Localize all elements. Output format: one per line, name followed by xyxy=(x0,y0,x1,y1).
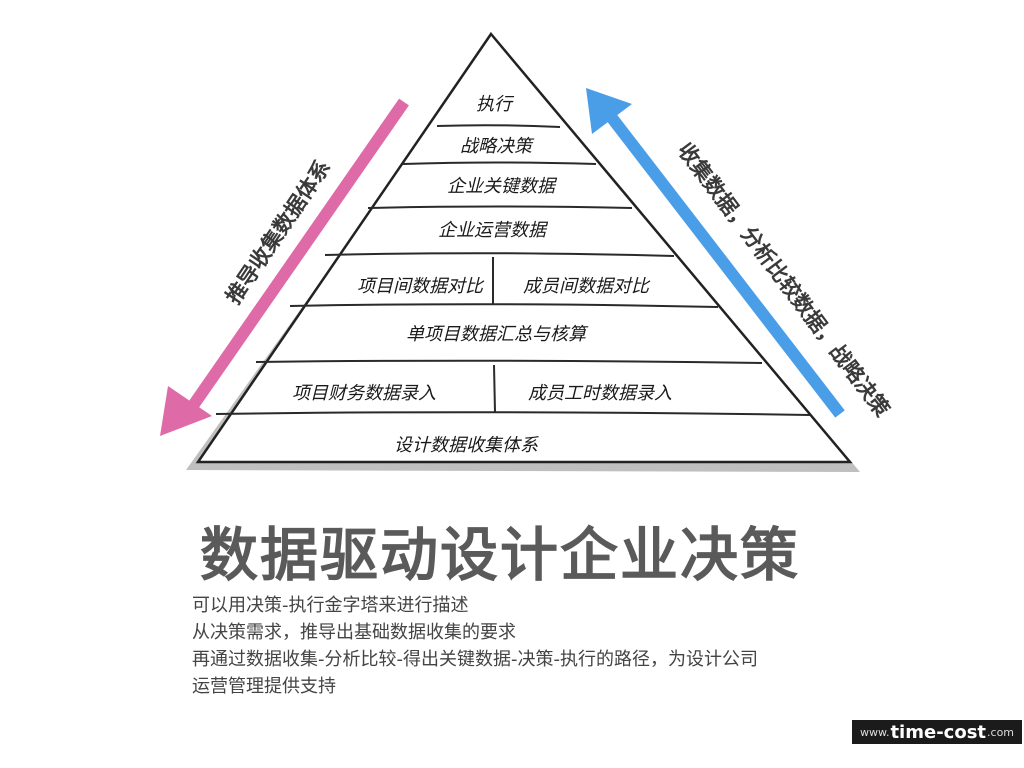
layer-execute: 执行 xyxy=(476,94,515,115)
layer-member-comparison: 成员间数据对比 xyxy=(523,276,651,297)
layer-project-comparison: 项目间数据对比 xyxy=(357,276,485,297)
right-arrow xyxy=(586,88,845,418)
description-line: 可以用决策-执行金字塔来进行描述 xyxy=(192,595,469,616)
right-arrow-head xyxy=(586,88,632,134)
left-arrow xyxy=(160,98,409,436)
right-arrow-shaft xyxy=(607,114,845,418)
description-line: 运营管理提供支持 xyxy=(192,676,336,697)
description: 可以用决策-执行金字塔来进行描述 从决策需求，推导出基础数据收集的要求 再通过数… xyxy=(192,592,758,700)
main-title: 数据驱动设计企业决策 xyxy=(200,521,801,589)
description-line: 从决策需求，推导出基础数据收集的要求 xyxy=(192,622,516,643)
layer-finance-input: 项目财务数据录入 xyxy=(292,383,436,404)
left-arrow-head xyxy=(160,386,212,436)
logo-suffix: .com xyxy=(987,725,1015,739)
time-cost-logo: www. time-cost .com xyxy=(852,720,1022,744)
layer-collection-system: 设计数据收集体系 xyxy=(394,435,539,456)
description-line: 再通过数据收集-分析比较-得出关键数据-决策-执行的路径，为设计公司 xyxy=(192,649,758,670)
pyramid-outline xyxy=(195,31,853,464)
logo-prefix: www. xyxy=(859,725,890,739)
layer-hours-input: 成员工时数据录入 xyxy=(528,383,672,404)
layer-operation-data: 企业运营数据 xyxy=(438,220,549,241)
layer-project-summary: 单项目数据汇总与核算 xyxy=(406,324,589,345)
pyramid-layers: 执行 战略决策 企业关键数据 企业运营数据 项目间数据对比 成员间数据对比 单项… xyxy=(292,94,672,456)
layer-strategic-decision: 战略决策 xyxy=(460,136,535,157)
pyramid-dividers xyxy=(215,124,811,416)
layer-key-data: 企业关键数据 xyxy=(447,176,558,197)
left-arrow-shaft xyxy=(185,98,409,414)
logo-name: time-cost xyxy=(890,721,987,743)
